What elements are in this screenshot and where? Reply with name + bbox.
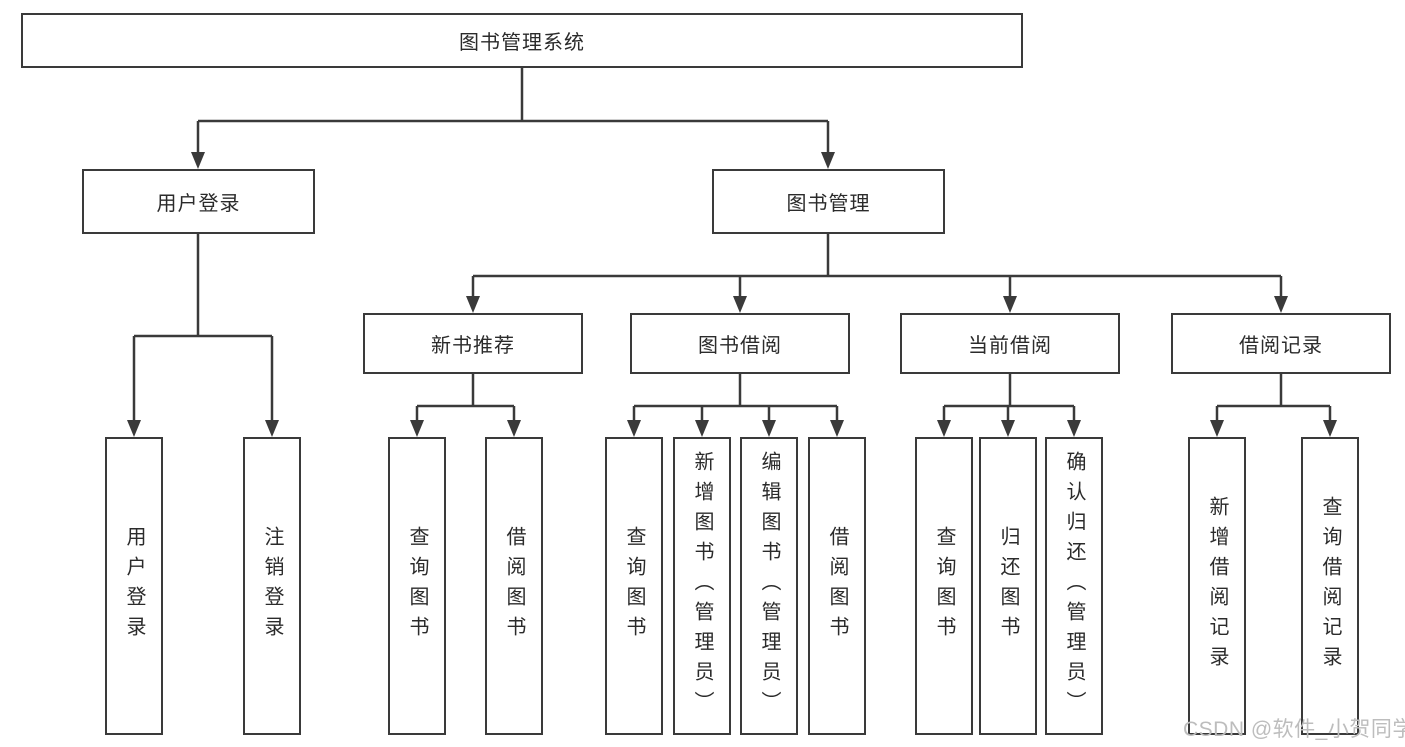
connector-currentborrow-to-leaves xyxy=(942,374,1076,424)
node-book-borrow-label: 图书借阅 xyxy=(698,335,782,357)
leaf-logout: 注销登录 xyxy=(243,437,301,735)
leaf-borrow-edit-book-admin: 编辑图书（管理员） xyxy=(740,437,798,735)
leaf-record-query-borrow-record: 查询借阅记录 xyxy=(1301,437,1359,735)
leaf-borrow-edit-book-admin-label: 编辑图书（管理员） xyxy=(758,451,780,721)
leaf-borrow-add-book-admin-label: 新增图书（管理员） xyxy=(691,451,713,721)
node-new-book-recommend-label: 新书推荐 xyxy=(431,335,515,357)
leaf-current-return-book-label: 归还图书 xyxy=(997,526,1019,646)
node-borrow-record-label: 借阅记录 xyxy=(1239,335,1323,357)
connector-borrowrecord-to-leaves xyxy=(1215,374,1332,424)
node-root-label: 图书管理系统 xyxy=(459,32,585,54)
leaf-newbook-query-book: 查询图书 xyxy=(388,437,446,735)
connector-newbook-to-leaves xyxy=(415,374,516,424)
leaf-newbook-query-book-label: 查询图书 xyxy=(406,526,428,646)
leaf-current-confirm-return-admin: 确认归还（管理员） xyxy=(1045,437,1103,735)
leaf-record-query-borrow-record-label: 查询借阅记录 xyxy=(1319,496,1341,676)
node-borrow-record: 借阅记录 xyxy=(1171,313,1391,374)
connector-lines xyxy=(132,66,1332,424)
leaf-borrow-borrow-book: 借阅图书 xyxy=(808,437,866,735)
node-current-borrow: 当前借阅 xyxy=(900,313,1120,374)
node-user-login-branch-label: 用户登录 xyxy=(156,193,241,215)
leaf-record-add-borrow-record-label: 新增借阅记录 xyxy=(1206,496,1228,676)
node-current-borrow-label: 当前借阅 xyxy=(968,335,1052,357)
leaf-current-query-book-label: 查询图书 xyxy=(933,526,955,646)
connector-bookmgmt-to-level3 xyxy=(471,234,1283,300)
connector-userlogin-to-leaves xyxy=(132,234,274,424)
leaf-current-confirm-return-admin-label: 确认归还（管理员） xyxy=(1063,451,1085,721)
leaf-user-login: 用户登录 xyxy=(105,437,163,735)
csdn-watermark: CSDN @软件_小贺同学 xyxy=(1183,718,1405,741)
leaf-borrow-borrow-book-label: 借阅图书 xyxy=(826,526,848,646)
node-root: 图书管理系统 xyxy=(21,13,1023,68)
node-new-book-recommend: 新书推荐 xyxy=(363,313,583,374)
connector-root-to-level2 xyxy=(196,66,830,156)
node-book-management-branch-label: 图书管理 xyxy=(786,193,871,215)
leaf-newbook-borrow-book-label: 借阅图书 xyxy=(503,526,525,646)
node-book-borrow: 图书借阅 xyxy=(630,313,850,374)
connector-bookborrow-to-leaves xyxy=(632,374,839,424)
leaf-borrow-query-book: 查询图书 xyxy=(605,437,663,735)
leaf-current-query-book: 查询图书 xyxy=(915,437,973,735)
node-user-login-branch: 用户登录 xyxy=(82,169,315,234)
leaf-current-return-book: 归还图书 xyxy=(979,437,1037,735)
leaf-user-login-label: 用户登录 xyxy=(123,526,145,646)
leaf-borrow-add-book-admin: 新增图书（管理员） xyxy=(673,437,731,735)
leaf-record-add-borrow-record: 新增借阅记录 xyxy=(1188,437,1246,735)
leaf-newbook-borrow-book: 借阅图书 xyxy=(485,437,543,735)
leaf-logout-label: 注销登录 xyxy=(261,526,283,646)
node-book-management-branch: 图书管理 xyxy=(712,169,945,234)
leaf-borrow-query-book-label: 查询图书 xyxy=(623,526,645,646)
